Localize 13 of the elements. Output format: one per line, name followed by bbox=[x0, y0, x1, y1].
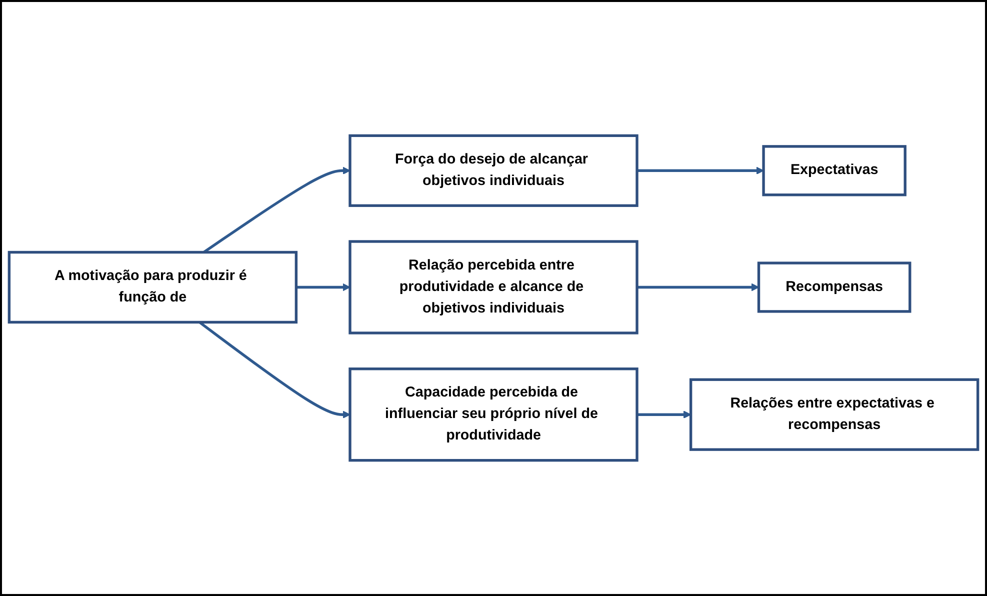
node-box: A motivação para produzir é função de bbox=[8, 250, 298, 324]
arrow bbox=[637, 410, 692, 419]
arrow bbox=[203, 166, 350, 254]
node-box: Expectativas bbox=[762, 145, 906, 196]
node-box: Relações entre expectativas e recompensas bbox=[689, 378, 980, 451]
arrow bbox=[637, 166, 764, 175]
node-box: Recompensas bbox=[757, 262, 912, 313]
arrow bbox=[296, 283, 350, 292]
node-box: Capacidade percebida de influenciar seu próprio nível de produtividade bbox=[348, 368, 638, 462]
arrow bbox=[637, 283, 760, 292]
arrow bbox=[198, 321, 350, 419]
node-box: Relação percebida entre produtividade e alcance de objetivos individuais bbox=[348, 240, 638, 334]
node-box: Força do desejo de alcançar objetivos individuais bbox=[348, 134, 638, 207]
